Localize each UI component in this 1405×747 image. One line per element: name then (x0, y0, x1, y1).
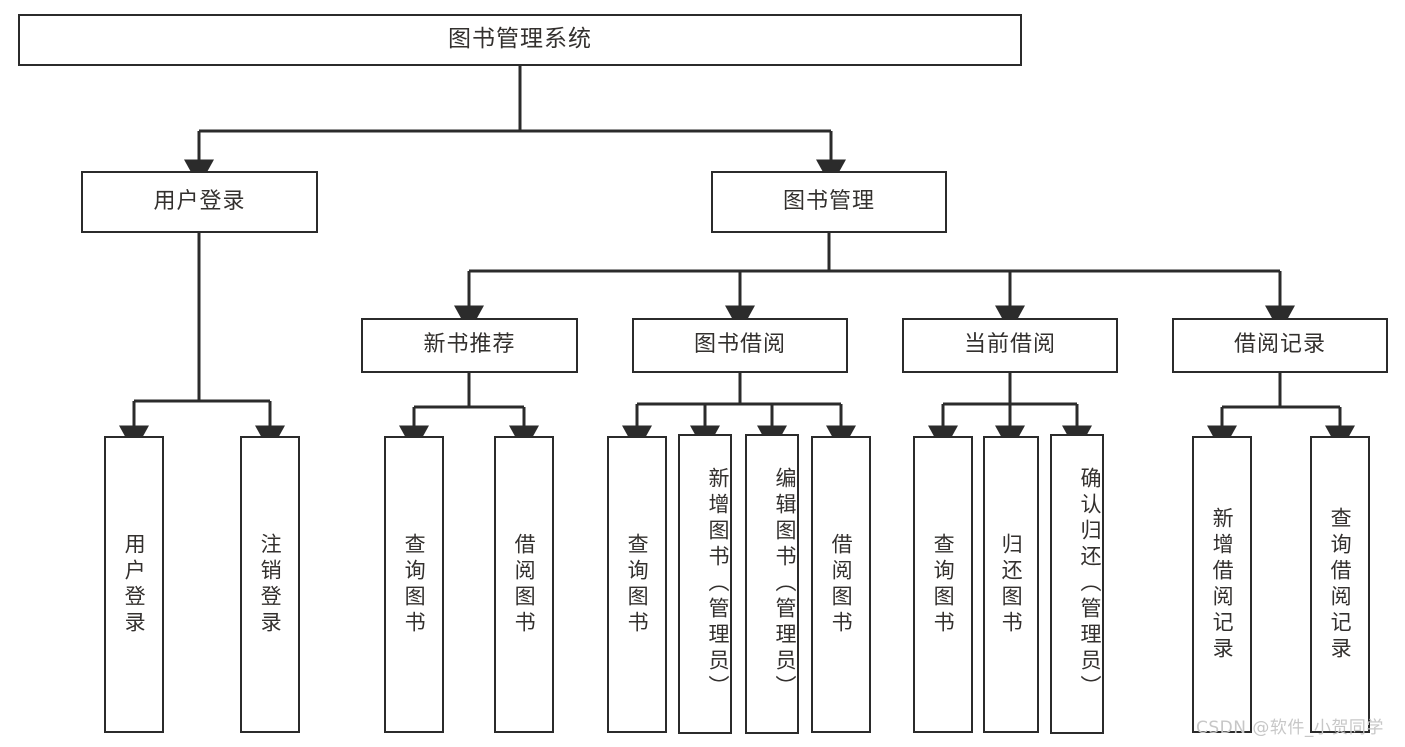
leaf-add-book-admin[interactable]: 新增图书（管理员） (678, 434, 732, 734)
leaf-confirm-return-admin[interactable]: 确认归还（管理员） (1050, 434, 1104, 734)
node-new-book-recommend[interactable]: 新书推荐 (361, 318, 578, 373)
leaf-borrow-book[interactable]: 借阅图书 (811, 436, 871, 733)
leaf-user-login[interactable]: 用户登录 (104, 436, 164, 733)
csdn-watermark: CSDN @软件_小贺同学 (1196, 718, 1384, 738)
node-root-system[interactable]: 图书管理系统 (18, 14, 1022, 66)
node-user-login[interactable]: 用户登录 (81, 171, 318, 233)
leaf-return-book[interactable]: 归还图书 (983, 436, 1039, 733)
node-current-borrow[interactable]: 当前借阅 (902, 318, 1118, 373)
node-borrow-records[interactable]: 借阅记录 (1172, 318, 1388, 373)
leaf-query-book-borrow[interactable]: 查询图书 (607, 436, 667, 733)
leaf-query-book-newbook[interactable]: 查询图书 (384, 436, 444, 733)
node-book-management[interactable]: 图书管理 (711, 171, 947, 233)
leaf-edit-book-admin[interactable]: 编辑图书（管理员） (745, 434, 799, 734)
leaf-add-borrow-record[interactable]: 新增借阅记录 (1192, 436, 1252, 733)
leaf-borrow-book-newbook[interactable]: 借阅图书 (494, 436, 554, 733)
leaf-logout[interactable]: 注销登录 (240, 436, 300, 733)
leaf-query-book-current[interactable]: 查询图书 (913, 436, 973, 733)
node-book-borrow[interactable]: 图书借阅 (632, 318, 848, 373)
leaf-query-borrow-record[interactable]: 查询借阅记录 (1310, 436, 1370, 733)
